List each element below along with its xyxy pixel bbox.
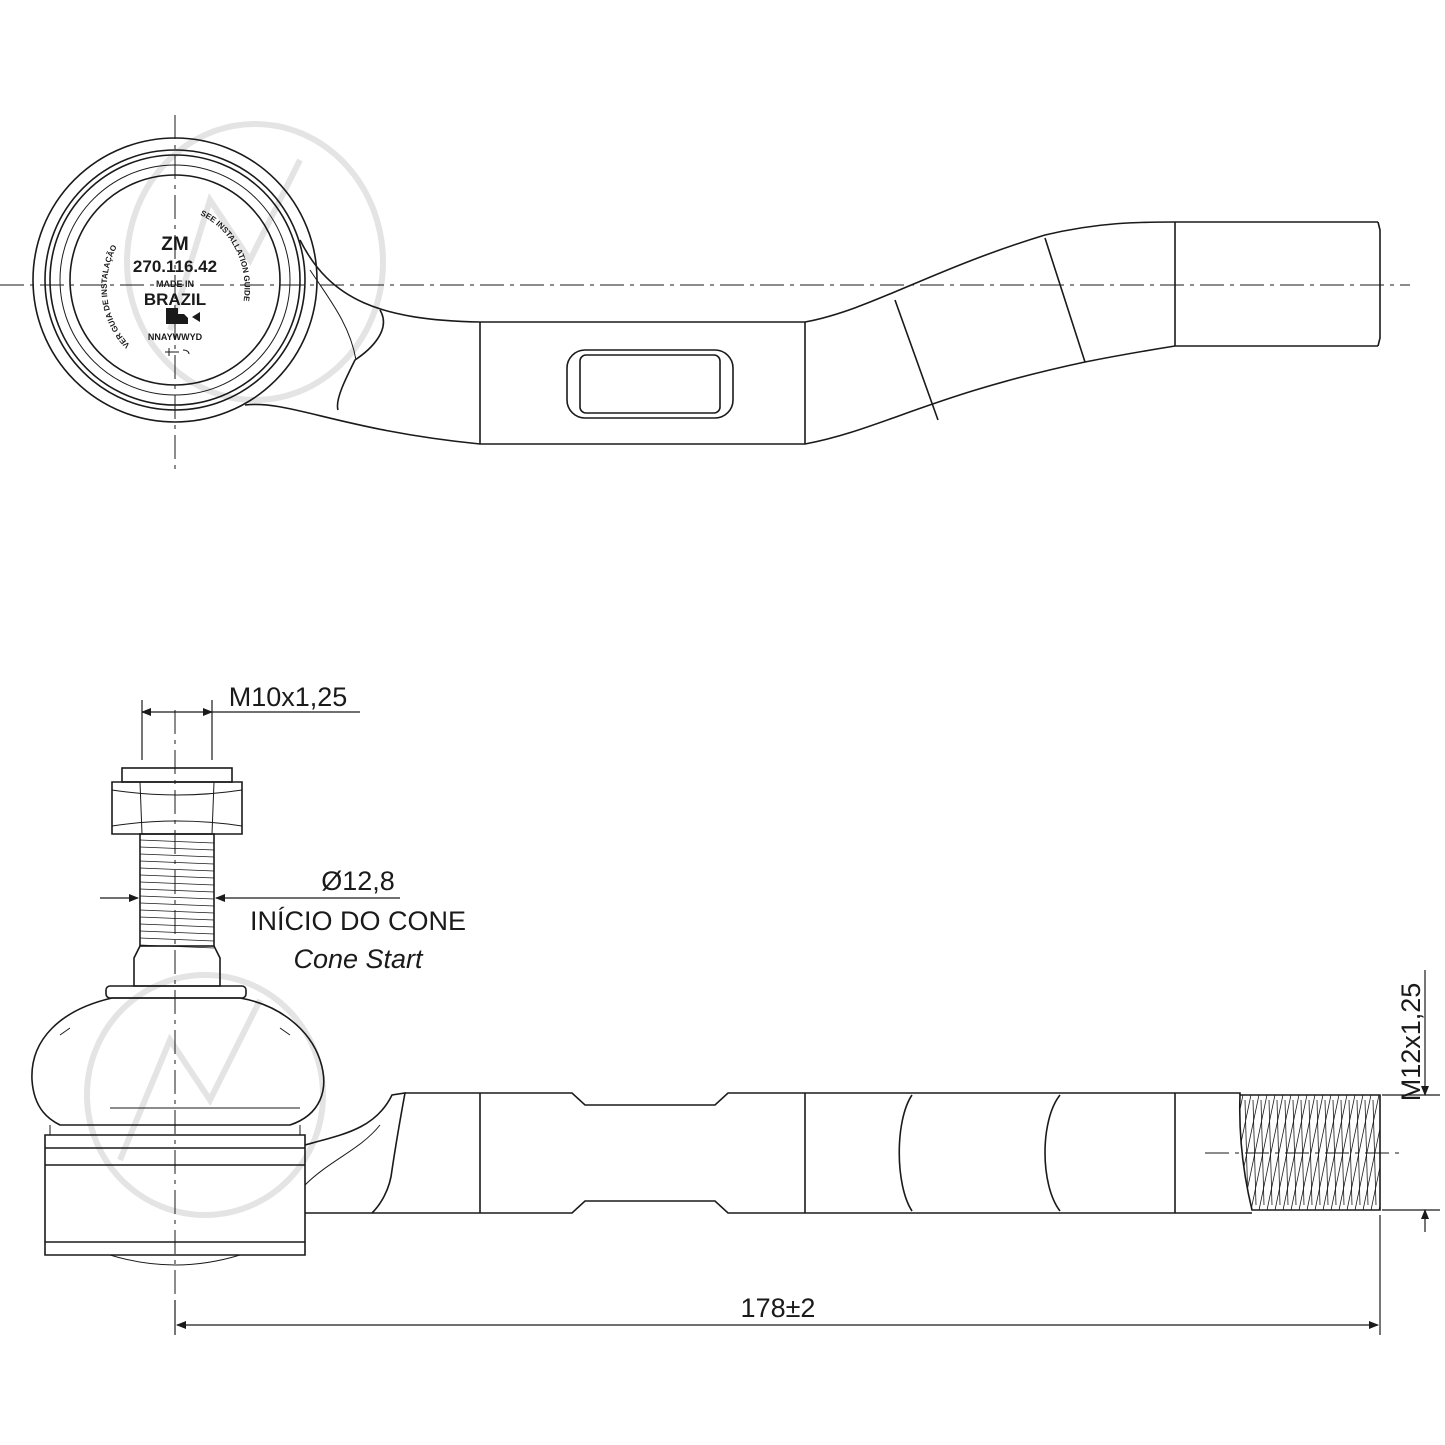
- cone-start-label-pt: INÍCIO DO CONE: [250, 906, 466, 936]
- wrench-slot: [566, 349, 734, 419]
- date-code: NNAYWWYD: [148, 332, 203, 342]
- part-number: 270.116.42: [133, 257, 217, 276]
- dim-label-shank-thread: M12x1,25: [1396, 983, 1426, 1102]
- top-view: ZM 270.116.42 MADE IN BRAZIL NNAYWWYD VE…: [0, 115, 1410, 470]
- watermark-logo-top: [124, 121, 386, 403]
- triangle-marker-icon: [192, 312, 200, 322]
- dim-label-overall-length: 178±2: [741, 1293, 816, 1323]
- dim-label-cone-diameter: Ø12,8: [321, 866, 395, 896]
- brand-mark: ZM: [161, 234, 188, 255]
- dim-stud-thread: M10x1,25: [141, 682, 360, 760]
- dim-cone-diameter: Ø12,8 INÍCIO DO CONE Cone Start: [100, 866, 466, 974]
- dim-label-stud-thread: M10x1,25: [229, 682, 348, 712]
- cone-start-label-en: Cone Start: [293, 944, 424, 974]
- stud-thread: [139, 833, 215, 947]
- top-arm-outline: [299, 221, 1378, 323]
- dim-shank-thread: M12x1,25: [1382, 970, 1440, 1232]
- side-arm-neck: [304, 1092, 406, 1214]
- made-in-label: MADE IN: [156, 279, 194, 289]
- truck-icon: [166, 308, 188, 324]
- dim-overall-length: 178±2: [174, 1215, 1381, 1335]
- castle-nut: [111, 767, 243, 835]
- country-label: BRAZIL: [144, 290, 206, 309]
- dust-boot: [31, 985, 325, 1126]
- side-arm-shaft: [372, 1092, 1252, 1214]
- side-view: M10x1,25 Ø12,8 INÍCIO DO CONE Cone Start…: [31, 682, 1440, 1335]
- ball-housing: [44, 1125, 306, 1266]
- watermark-logo-bottom: [84, 972, 326, 1218]
- wrench-symbol-icon: [165, 348, 190, 356]
- shank-thread: [1238, 1094, 1381, 1211]
